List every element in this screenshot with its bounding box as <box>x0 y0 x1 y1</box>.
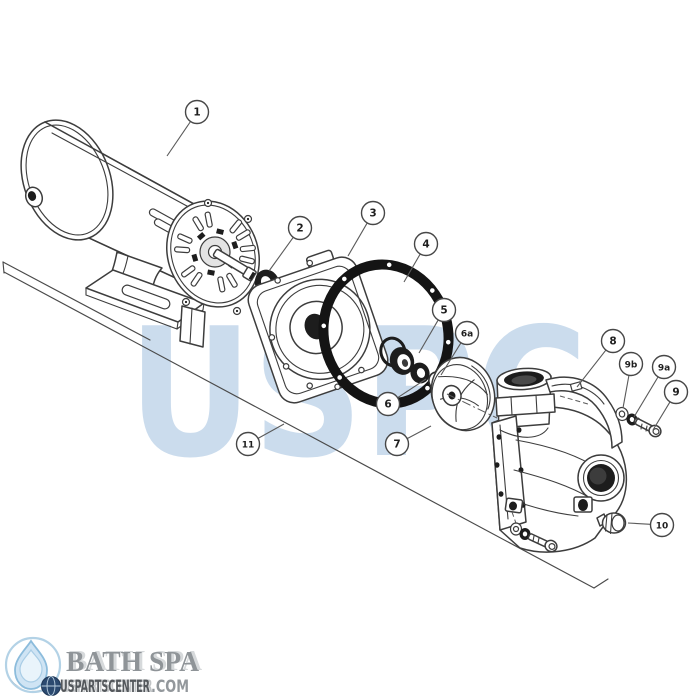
callout-label-1: 1 <box>193 107 200 119</box>
callout-circle-8 <box>600 328 626 354</box>
callout-label-9b: 9b <box>625 361 638 371</box>
site-text: USPARTSCENTER <box>60 677 150 697</box>
callout-leader-10 <box>627 522 651 525</box>
callout-label-10: 10 <box>656 522 669 532</box>
logo-ring <box>4 636 62 694</box>
site-tld-text: .COM <box>151 677 189 697</box>
callout-circle-9b <box>618 351 644 377</box>
callout-circle-9a <box>651 354 677 380</box>
shaft-seal-part <box>379 336 415 375</box>
motor-vent-slots <box>173 211 256 293</box>
globe-icon <box>41 676 61 696</box>
callout-circle-4 <box>413 231 439 257</box>
callout-label-6: 6 <box>384 399 391 411</box>
callout-label-11: 11 <box>242 441 255 451</box>
callout-circle-10 <box>649 512 675 538</box>
callout-leader-6a <box>440 342 462 376</box>
callout-label-9: 9 <box>672 387 679 399</box>
callout-label-4: 4 <box>422 239 429 251</box>
callout-circle-9 <box>663 379 689 405</box>
callout-leader-9b <box>622 375 630 409</box>
brand-text-ghost: BATH SPA <box>69 646 203 677</box>
seal-plate-part <box>247 249 389 404</box>
callout-layer: 1 2 3 4 5 6 6a 7 8 9 9a 9b 10 11 <box>166 99 689 538</box>
callout-leader-6 <box>397 378 427 399</box>
callout-circle-6a <box>454 320 480 346</box>
callout-label-7: 7 <box>393 439 400 451</box>
callout-label-5: 5 <box>440 305 447 317</box>
volute-bolt-washers-part <box>509 511 558 553</box>
callout-leader-9 <box>652 401 671 431</box>
shaft-centerline <box>446 393 498 419</box>
callout-label-2: 2 <box>296 223 303 235</box>
store-logo: BATH SPA BATH SPA USPARTSCENTER USPARTSC… <box>4 636 203 697</box>
callout-leader-4 <box>403 253 421 283</box>
callout-leader-2 <box>268 237 294 272</box>
callout-leader-11 <box>257 423 285 439</box>
seal-ring-part <box>410 362 430 384</box>
callout-label-9a: 9a <box>658 364 670 374</box>
callout-leader-9a <box>633 376 659 418</box>
motor-face-screws <box>181 198 253 316</box>
callout-leader-7 <box>406 425 432 440</box>
callout-circle-6 <box>375 391 401 417</box>
callout-leader-3 <box>347 222 368 257</box>
callout-circle-3 <box>360 200 386 226</box>
motor-part <box>20 119 261 348</box>
site-text-ghost: USPARTSCENTER <box>63 677 153 697</box>
callout-circle-7 <box>384 431 410 457</box>
callout-circle-11 <box>235 431 261 457</box>
callout-leader-1 <box>166 121 191 157</box>
callout-label-8: 8 <box>609 336 616 348</box>
callout-label-6a: 6a <box>461 330 473 340</box>
volute-housing-part <box>491 367 628 553</box>
brand-text: BATH SPA <box>66 647 200 678</box>
callout-circle-5 <box>431 297 457 323</box>
drain-plug-part <box>596 512 627 535</box>
callout-circle-1 <box>184 99 210 125</box>
callout-leader-5 <box>418 319 439 354</box>
callout-circle-2 <box>287 215 313 241</box>
callout-leader-8 <box>576 349 607 388</box>
base-plate-part <box>2 261 609 589</box>
callout-label-3: 3 <box>369 208 376 220</box>
